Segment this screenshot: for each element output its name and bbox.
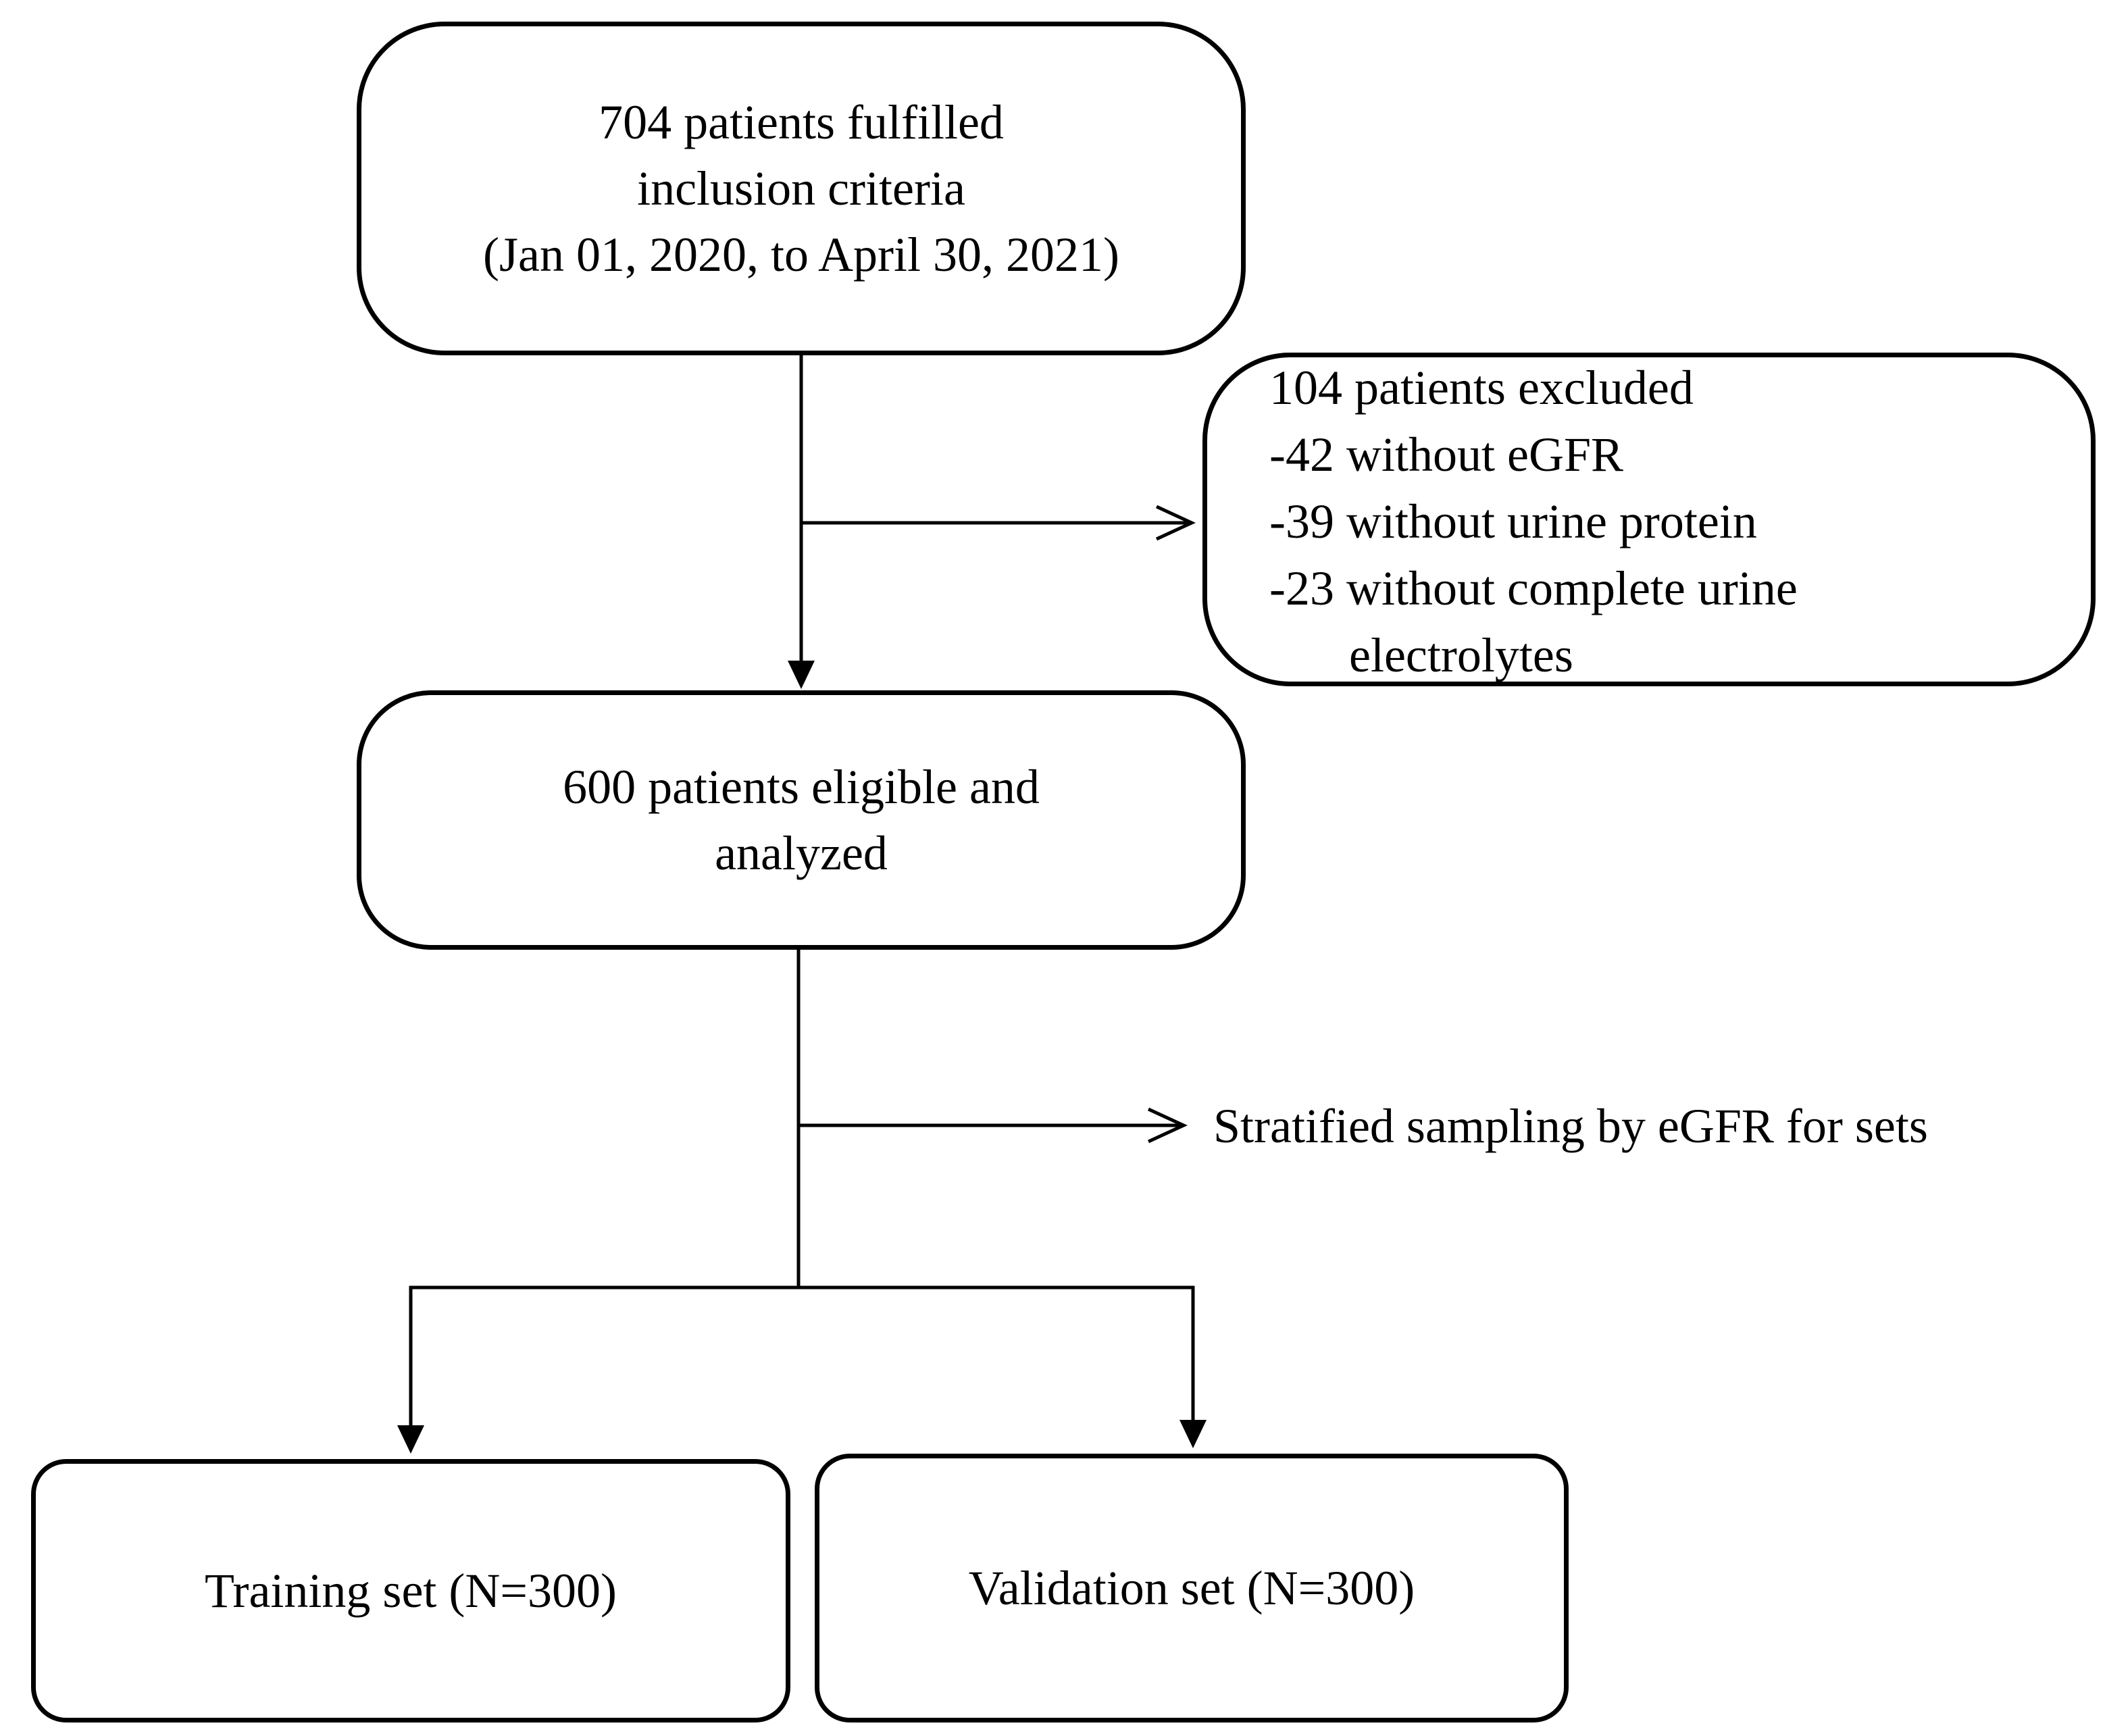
eligible-line-2: analyzed <box>715 826 888 880</box>
excluded-line-1: 104 patients excluded <box>1269 360 1694 415</box>
excluded-line-4: -23 without complete urine <box>1269 561 1798 615</box>
eligible-patients-box: 600 patients eligible and analyzed <box>357 690 1246 950</box>
open-arrowhead-stratification <box>1147 1107 1188 1144</box>
inclusion-line-3: (Jan 01, 2020, to April 30, 2021) <box>483 228 1119 282</box>
excluded-patients-box: 104 patients excluded -42 without eGFR -… <box>1202 353 2096 686</box>
inclusion-line-1: 704 patients fulfilled <box>599 95 1004 149</box>
training-set-label: Training set (N=300) <box>205 1564 617 1618</box>
excluded-line-3: -39 without urine protein <box>1269 494 1757 548</box>
arrowhead-validation <box>1180 1420 1207 1448</box>
inclusion-criteria-box: 704 patients fulfilled inclusion criteri… <box>357 22 1246 355</box>
validation-set-box: Validation set (N=300) <box>815 1454 1569 1722</box>
arrowhead-eligible <box>788 661 815 689</box>
excluded-line-5: electrolytes <box>1349 628 1573 682</box>
eligible-line-1: 600 patients eligible and <box>563 760 1040 814</box>
arrowhead-training <box>397 1425 424 1454</box>
stratification-label: Stratified sampling by eGFR for sets <box>1213 1099 1928 1153</box>
excluded-line-2: -42 without eGFR <box>1269 427 1624 482</box>
open-arrowhead-excluded <box>1155 505 1196 541</box>
training-set-box: Training set (N=300) <box>31 1459 790 1722</box>
validation-set-label: Validation set (N=300) <box>968 1561 1415 1615</box>
inclusion-line-2: inclusion criteria <box>637 161 965 215</box>
